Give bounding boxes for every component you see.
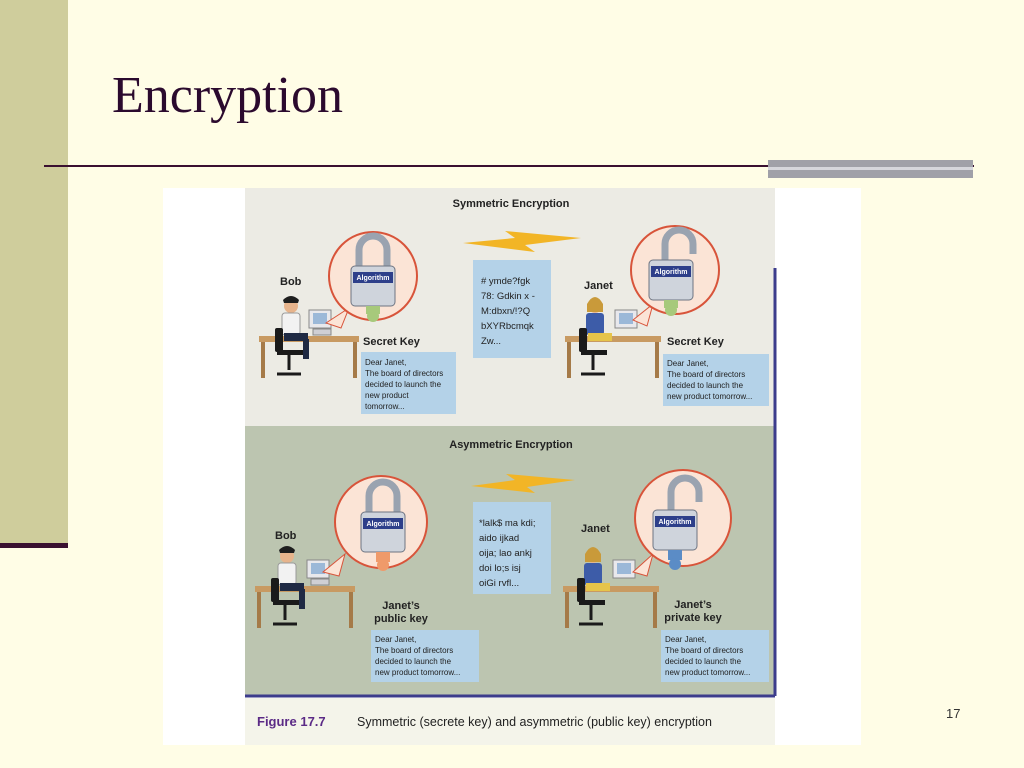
svg-text:Zw...: Zw... <box>481 336 501 347</box>
svg-text:The board of directors: The board of directors <box>375 646 453 655</box>
svg-text:decided to launch the: decided to launch the <box>667 381 744 390</box>
symmetric-receiver-name: Janet <box>584 280 613 292</box>
asymmetric-receiver-key-label: Janet’s <box>674 599 712 611</box>
asymmetric-sender-key-label: public key <box>374 613 429 625</box>
symmetric-heading: Symmetric Encryption <box>453 198 570 210</box>
asymmetric-ciphertext-box <box>473 502 551 594</box>
open-padlock-icon <box>652 474 703 570</box>
closed-padlock-icon <box>350 232 396 322</box>
sender-lock-label: Algorithm <box>366 521 399 528</box>
key-icon <box>376 552 390 562</box>
asymmetric-receiver-name: Janet <box>581 523 610 535</box>
svg-text:decided to launch the: decided to launch the <box>365 380 442 389</box>
figure-caption-label: Figure 17.7 <box>257 714 326 729</box>
lightning-bolt-icon <box>463 231 581 252</box>
receiver-lock-label: Algorithm <box>654 269 687 276</box>
janet-desk-scene <box>563 547 659 628</box>
svg-text:bXYRbcmqk: bXYRbcmqk <box>481 321 534 332</box>
sender-plaintext: Dear Janet, The board of directors decid… <box>365 358 443 411</box>
svg-text:*lalk$ ma kdi;: *lalk$ ma kdi; <box>479 518 536 529</box>
encryption-figure: Symmetric Encryption Asymmetric Encrypti… <box>163 188 861 745</box>
asymmetric-heading: Asymmetric Encryption <box>449 439 573 451</box>
svg-text:aido ijkad: aido ijkad <box>479 533 519 544</box>
svg-text:Dear Janet,: Dear Janet, <box>665 635 706 644</box>
svg-text:Dear Janet,: Dear Janet, <box>667 359 708 368</box>
svg-text:new product: new product <box>365 391 409 400</box>
svg-text:new product tomorrow...: new product tomorrow... <box>375 668 460 677</box>
slide-left-band <box>0 0 68 548</box>
asymmetric-sender-key-label: Janet’s <box>382 600 420 612</box>
figure-caption-text: Symmetric (secrete key) and asymmetric (… <box>357 715 712 729</box>
asymmetric-receiver-key-label: private key <box>664 612 722 624</box>
janet-desk-scene <box>565 297 661 378</box>
title-divider <box>44 165 974 167</box>
receiver-lock-label: Algorithm <box>658 519 691 526</box>
closed-padlock-icon <box>360 478 406 571</box>
encryption-diagram: Symmetric Encryption Asymmetric Encrypti… <box>245 188 777 745</box>
svg-text:Dear Janet,: Dear Janet, <box>365 358 406 367</box>
asymmetric-ciphertext: *lalk$ ma kdi; aido ijkad oija; lao ankj… <box>479 518 536 589</box>
slide-number: 17 <box>946 706 961 721</box>
sender-lock-label: Algorithm <box>356 275 389 282</box>
svg-text:decided to launch the: decided to launch the <box>375 657 452 666</box>
svg-text:new product tomorrow...: new product tomorrow... <box>667 392 752 401</box>
symmetric-sender-key-label: Secret Key <box>363 336 421 348</box>
svg-text:decided to launch the: decided to launch the <box>665 657 742 666</box>
asymmetric-sender-name: Bob <box>275 530 297 542</box>
speech-tail <box>632 302 654 327</box>
svg-text:The board of directors: The board of directors <box>365 369 443 378</box>
key-icon <box>668 550 682 560</box>
slide-left-band-rule <box>0 543 68 548</box>
title-accent-bar <box>768 160 973 178</box>
receiver-plaintext-box <box>663 354 769 406</box>
receiver-plaintext: Dear Janet, The board of directors decid… <box>667 359 752 401</box>
svg-text:tomorrow...: tomorrow... <box>365 402 405 411</box>
symmetric-sender-name: Bob <box>280 276 302 288</box>
speech-tail <box>631 552 654 577</box>
caption-strip <box>245 698 775 745</box>
speech-tail <box>321 552 346 577</box>
svg-text:The board of directors: The board of directors <box>667 370 745 379</box>
receiver-plaintext: Dear Janet, The board of directors decid… <box>665 635 750 677</box>
svg-text:new product tomorrow...: new product tomorrow... <box>665 668 750 677</box>
receiver-plaintext-box <box>661 630 769 682</box>
svg-text:The board of directors: The board of directors <box>665 646 743 655</box>
symmetric-ciphertext: # ymde?fgk 78: Gdkin x - M:dbxn/!?Q bXYR… <box>481 276 535 347</box>
open-padlock-icon <box>648 226 697 316</box>
svg-text:oija; lao ankj: oija; lao ankj <box>479 548 532 559</box>
symmetric-ciphertext-box <box>473 260 551 358</box>
lightning-bolt-icon <box>471 474 575 493</box>
speech-tail <box>324 306 351 329</box>
sender-plaintext-box <box>371 630 479 682</box>
svg-text:Dear Janet,: Dear Janet, <box>375 635 416 644</box>
bob-desk-scene <box>259 296 359 378</box>
svg-text:oiGi rvfl...: oiGi rvfl... <box>479 578 519 589</box>
slide-title: Encryption <box>112 67 344 124</box>
svg-text:78: Gdkin x -: 78: Gdkin x - <box>481 291 535 302</box>
svg-text:# ymde?fgk: # ymde?fgk <box>481 276 530 287</box>
symmetric-receiver-key-label: Secret Key <box>667 336 725 348</box>
svg-text:M:dbxn/!?Q: M:dbxn/!?Q <box>481 306 530 317</box>
sender-plaintext: Dear Janet, The board of directors decid… <box>375 635 460 677</box>
svg-text:doi lo;s isj: doi lo;s isj <box>479 563 521 574</box>
sender-plaintext-box <box>361 352 456 414</box>
